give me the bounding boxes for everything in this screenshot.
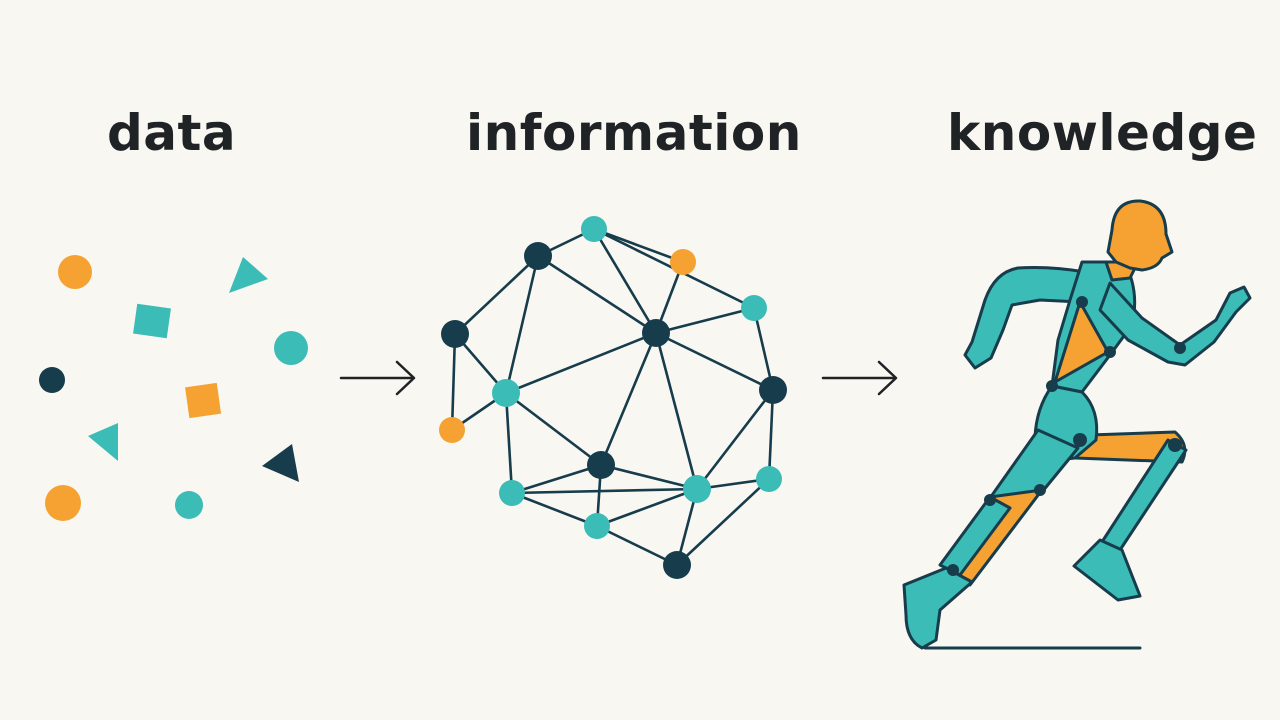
data-orange-square [185, 382, 222, 419]
joint-node [1034, 484, 1046, 496]
data-teal-triangle [229, 257, 268, 293]
joint-node [1076, 296, 1088, 308]
data-navy-triangle [262, 444, 299, 482]
data-teal-dot [274, 331, 308, 365]
network-node [492, 379, 520, 407]
network-node [584, 513, 610, 539]
joint-node [1104, 346, 1116, 358]
joint-node [1073, 433, 1087, 447]
information-network [439, 216, 787, 579]
runner-front-arm [1098, 281, 1252, 367]
data-orange-dot [58, 255, 92, 289]
data-teal-square [133, 303, 171, 339]
network-node [741, 295, 767, 321]
data-orange-dot [45, 485, 81, 521]
network-node [663, 551, 691, 579]
network-node [759, 376, 787, 404]
running-person-icon [902, 199, 1252, 650]
runner-torso-accent [1053, 300, 1110, 384]
network-node [587, 451, 615, 479]
joint-node [1046, 380, 1058, 392]
runner-back-foot [1072, 538, 1142, 602]
stage-label-data: data [107, 104, 237, 162]
data-navy-dot [39, 367, 65, 393]
network-node [524, 242, 552, 270]
runner-head [1106, 199, 1174, 272]
right-arrow-icon [339, 360, 416, 396]
data-scattered-shapes [39, 255, 308, 521]
runner-back-arm [963, 266, 1087, 370]
network-node [642, 319, 670, 347]
runner-joints [947, 296, 1186, 576]
right-arrow-icon [821, 360, 898, 396]
network-nodes [439, 216, 787, 579]
network-node [581, 216, 607, 242]
network-node [499, 480, 525, 506]
stage-label-information: information [466, 104, 802, 162]
network-node [441, 320, 469, 348]
network-node [683, 475, 711, 503]
data-teal-triangle [88, 423, 118, 461]
network-node [670, 249, 696, 275]
joint-node [984, 494, 996, 506]
stage-label-knowledge: knowledge [947, 104, 1258, 162]
network-node [756, 466, 782, 492]
joint-node [947, 564, 959, 576]
runner-front-foot [902, 566, 974, 650]
data-teal-dot [175, 491, 203, 519]
joint-node [1174, 342, 1186, 354]
network-node [439, 417, 465, 443]
joint-node [1168, 438, 1182, 452]
